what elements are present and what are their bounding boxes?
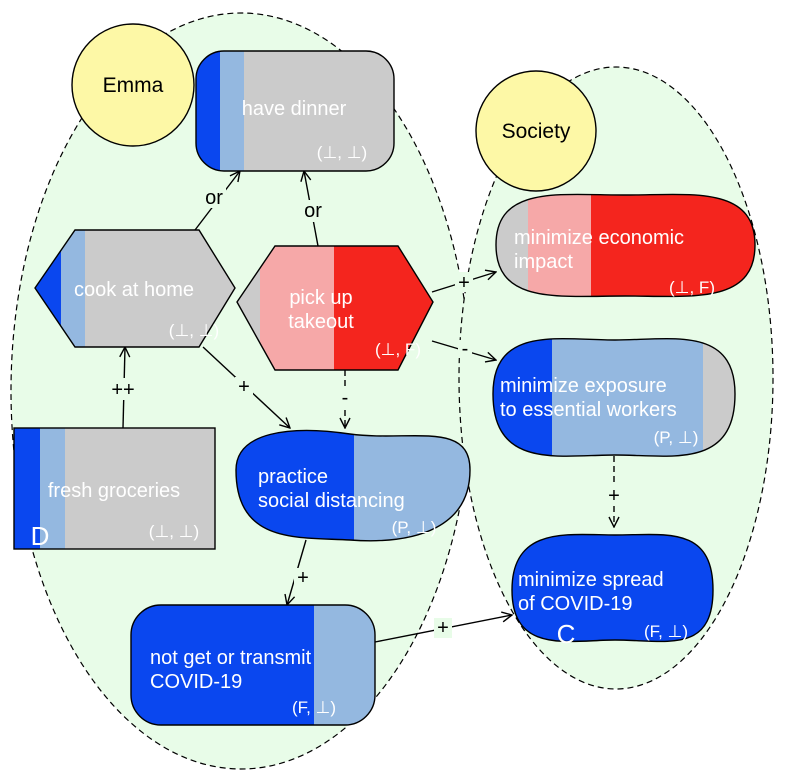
softgoal-practice-social-distancing-value: (P, ⊥) <box>392 518 437 537</box>
link-labels: or or ++ + - + - + <box>107 186 623 639</box>
actor-society-circle <box>475 70 597 192</box>
task-pick-up-takeout-label-1: pick up <box>289 287 352 309</box>
link-label-distancing-to-transmit: + <box>294 567 312 589</box>
task-pick-up-takeout-value: (⊥, F) <box>375 340 421 359</box>
link-label-cook-to-distancing: + <box>235 376 253 398</box>
actor-emma-circle <box>71 23 195 147</box>
link-label-groceries-to-cook: ++ <box>107 378 139 401</box>
goal-have-dinner-label: have dinner <box>242 98 347 120</box>
svg-text:-: - <box>342 387 349 409</box>
link-label-takeout-to-exposure: - <box>458 338 472 360</box>
goal-have-dinner-value: (⊥, ⊥) <box>317 143 367 162</box>
svg-text:or: or <box>304 200 322 222</box>
actor-emma[interactable]: Emma <box>71 23 195 147</box>
link-label-takeout-to-economic: + <box>455 272 473 294</box>
softgoal-practice-social-distancing[interactable]: practice social distancing (P, ⊥) <box>235 420 471 545</box>
task-cook-at-home-label: cook at home <box>74 279 194 301</box>
svg-text:+: + <box>437 617 449 639</box>
svg-text:+: + <box>297 567 309 589</box>
svg-text:+: + <box>458 272 470 294</box>
softgoal-practice-social-distancing-label-1: practice <box>258 466 328 488</box>
svg-text:+: + <box>238 376 250 398</box>
actor-society[interactable]: Society <box>475 70 597 192</box>
goal-not-get-or-transmit-label-1: not get or transmit <box>150 647 312 669</box>
link-label-takeout-to-distancing: - <box>337 387 353 409</box>
softgoal-minimize-economic-impact-label-2: impact <box>514 251 573 273</box>
resource-fresh-groceries-label: fresh groceries <box>48 480 180 502</box>
softgoal-minimize-exposure-value: (P, ⊥) <box>654 428 699 447</box>
actor-society-label: Society <box>502 120 571 143</box>
link-label-exposure-to-spread: + <box>605 485 623 507</box>
goal-not-get-or-transmit-label-2: COVID-19 <box>150 671 242 693</box>
softgoal-practice-social-distancing-label-2: social distancing <box>258 490 405 512</box>
softgoal-minimize-exposure[interactable]: minimize exposure to essential workers (… <box>492 325 736 470</box>
softgoal-minimize-economic-impact-value: (⊥, F) <box>669 278 715 297</box>
resource-fresh-groceries-marker: D <box>31 521 50 551</box>
softgoal-minimize-exposure-label-1: minimize exposure <box>500 375 667 397</box>
task-pick-up-takeout[interactable]: pick up takeout (⊥, F) <box>236 245 434 371</box>
resource-fresh-groceries[interactable]: fresh groceries (⊥, ⊥) D <box>13 427 216 551</box>
goal-not-get-or-transmit-value: (F, ⊥) <box>292 698 336 717</box>
task-cook-at-home-value: (⊥, ⊥) <box>169 321 219 340</box>
softgoal-minimize-spread-label-1: minimize spread <box>518 569 664 591</box>
softgoal-minimize-spread-value: (F, ⊥) <box>644 622 688 641</box>
task-cook-at-home[interactable]: cook at home (⊥, ⊥) <box>34 229 237 348</box>
softgoal-minimize-spread-label-2: of COVID-19 <box>518 593 632 615</box>
softgoal-minimize-exposure-label-2: to essential workers <box>500 399 677 421</box>
svg-text:-: - <box>462 338 469 360</box>
actor-emma-label: Emma <box>103 74 164 97</box>
goal-not-get-or-transmit[interactable]: not get or transmit COVID-19 (F, ⊥) <box>130 604 376 726</box>
resource-fresh-groceries-value: (⊥, ⊥) <box>149 522 199 541</box>
svg-text:+: + <box>608 485 620 507</box>
svg-text:or: or <box>205 187 223 209</box>
softgoal-minimize-economic-impact-label-1: minimize economic <box>514 227 684 249</box>
goal-have-dinner[interactable]: have dinner (⊥, ⊥) <box>195 50 395 172</box>
link-label-cook-to-dinner: or <box>202 186 226 209</box>
link-label-transmit-to-spread: + <box>434 617 452 639</box>
softgoal-minimize-spread-marker: C <box>557 619 576 649</box>
link-label-takeout-to-dinner: or <box>301 200 325 222</box>
svg-text:++: ++ <box>111 379 134 401</box>
softgoal-minimize-economic-impact[interactable]: minimize economic impact (⊥, F) <box>495 185 756 305</box>
task-pick-up-takeout-label-2: takeout <box>288 311 354 333</box>
softgoal-minimize-spread[interactable]: minimize spread of COVID-19 (F, ⊥) C <box>511 525 714 655</box>
